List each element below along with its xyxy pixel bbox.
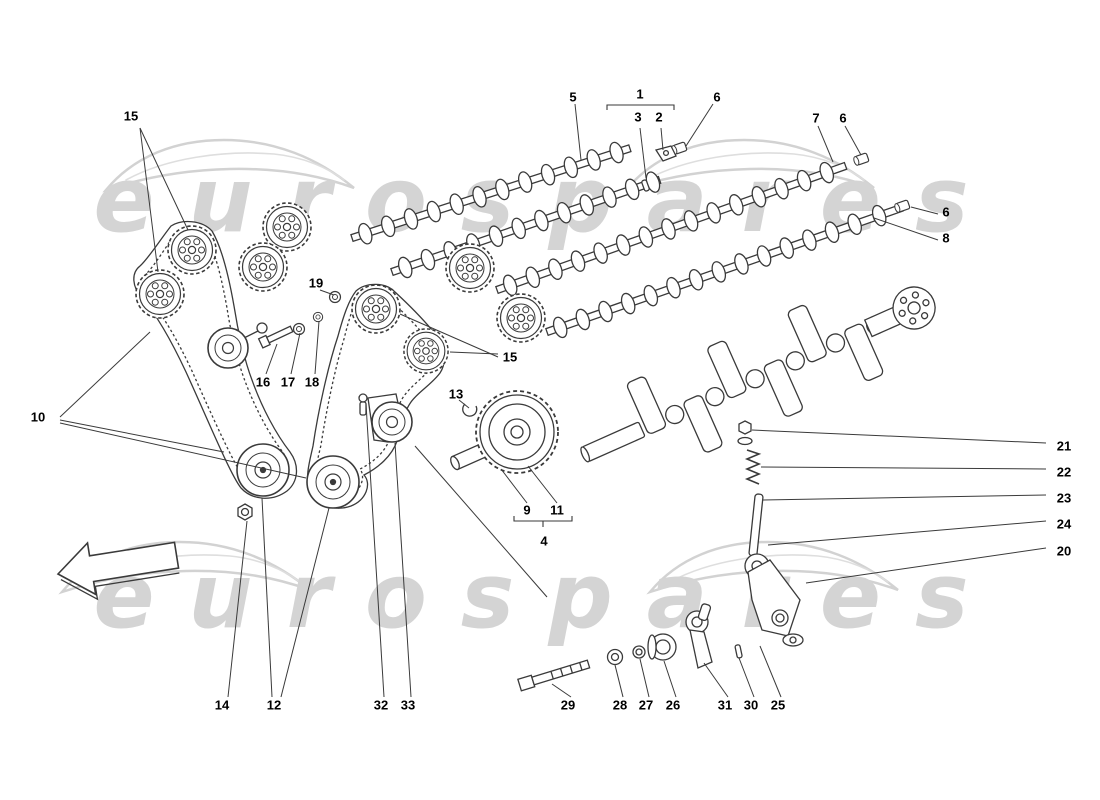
diagram-artwork — [56, 103, 1047, 698]
lever-roller-group — [517, 603, 743, 692]
bolt-part — [257, 325, 294, 349]
direction-arrow-icon — [56, 541, 180, 601]
washer-part — [292, 322, 306, 336]
watermark-text-bottom: eurospares — [93, 544, 1002, 649]
drive-pulley — [306, 455, 360, 509]
camshaft-1 — [350, 140, 632, 247]
driving-gear — [475, 390, 559, 474]
washer-part — [312, 311, 324, 323]
belt-sprocket — [167, 225, 217, 275]
tensioner-idler — [207, 327, 249, 369]
camshaft-3 — [494, 160, 848, 298]
watermark-swoosh-top-left — [102, 138, 355, 193]
cam-sprocket — [496, 293, 546, 343]
leader-lines — [59, 103, 1047, 698]
watermark-text-top: eurospares — [93, 148, 1002, 253]
dowel-pin — [641, 179, 650, 192]
tensioner-idler — [371, 401, 413, 443]
tensioner-stud — [358, 393, 368, 416]
belt-sprocket — [403, 328, 449, 374]
nut-part — [237, 503, 253, 521]
belt-sprocket — [135, 269, 185, 319]
watermark-swoosh-bottom-right — [646, 540, 899, 595]
cam-sprocket — [262, 202, 312, 252]
crankshaft — [580, 286, 936, 463]
cam-sprocket — [238, 242, 288, 292]
clip-part — [462, 403, 478, 417]
cam-cap-part — [654, 145, 677, 162]
washer-part — [328, 290, 342, 304]
group-brackets — [513, 104, 675, 527]
drive-pulley — [236, 443, 290, 497]
tensioner-stack — [737, 420, 804, 647]
belt-sprocket — [351, 284, 401, 334]
cam-sprocket — [445, 243, 495, 293]
